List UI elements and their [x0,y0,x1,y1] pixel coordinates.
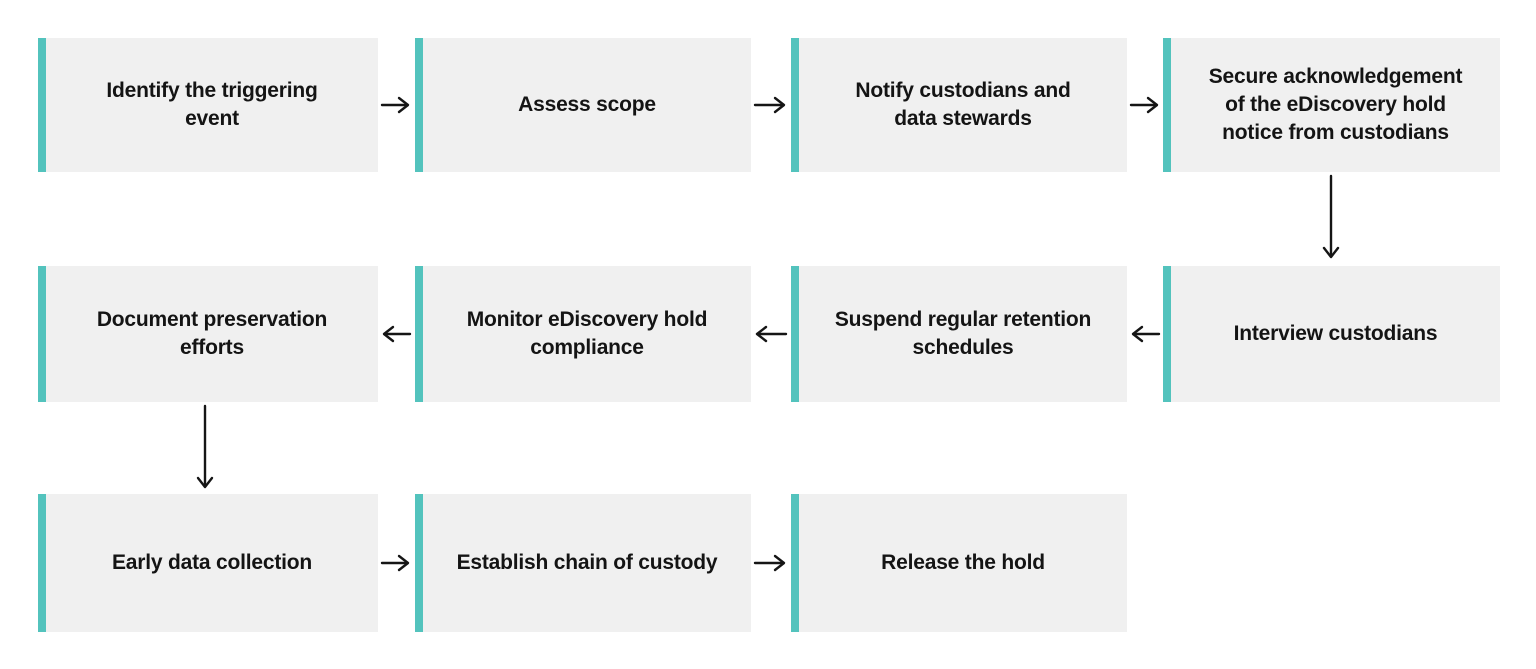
step-label: Suspend regular retention schedules [834,308,1092,359]
arrow-step5-to-step6 [1131,325,1161,343]
step-interview-custodians: Interview custodians [1163,266,1500,402]
step-identify-triggering-event: Identify the triggering event [38,38,378,172]
step-suspend-retention-schedules: Suspend regular retention schedules [791,266,1127,402]
step-establish-chain-of-custody: Establish chain of custody [415,494,751,632]
step-notify-custodians: Notify custodians and data stewards [791,38,1127,172]
arrow-step3-to-step4 [1129,96,1159,114]
step-document-preservation-efforts: Document preservation efforts [38,266,378,402]
step-assess-scope: Assess scope [415,38,751,172]
step-label: Identify the triggering event [106,79,318,130]
step-label: Establish chain of custody [456,551,718,575]
step-label: Notify custodians and data stewards [855,79,1071,130]
arrow-step10-to-step11 [753,554,786,572]
step-release-the-hold: Release the hold [791,494,1127,632]
step-label: Release the hold [881,551,1045,575]
arrow-step8-to-step9 [196,404,214,489]
step-early-data-collection: Early data collection [38,494,378,632]
step-secure-acknowledgement: Secure acknowledgement of the eDiscovery… [1163,38,1500,172]
arrow-step4-to-step5 [1322,174,1340,259]
arrow-step9-to-step10 [380,554,410,572]
step-label: Early data collection [111,551,313,575]
step-label: Monitor eDiscovery hold compliance [466,308,708,359]
step-label: Document preservation efforts [96,308,328,359]
step-label: Interview custodians [1233,322,1438,346]
arrow-step7-to-step8 [382,325,412,343]
arrow-step6-to-step7 [755,325,788,343]
arrow-step2-to-step3 [753,96,786,114]
arrow-step1-to-step2 [380,96,410,114]
step-monitor-hold-compliance: Monitor eDiscovery hold compliance [415,266,751,402]
step-label: Assess scope [518,93,656,117]
step-label: Secure acknowledgement of the eDiscovery… [1208,65,1463,144]
